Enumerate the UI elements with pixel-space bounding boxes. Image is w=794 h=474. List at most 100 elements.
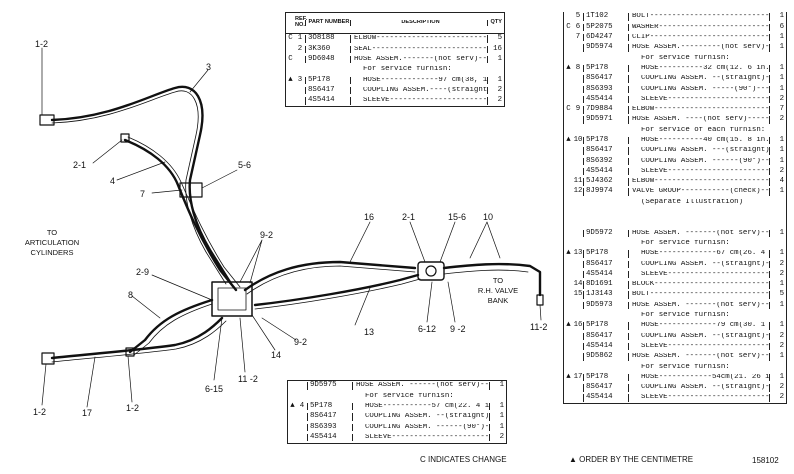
row-qty: 1 [489,382,506,390]
row-ref-no: 2 [297,44,303,53]
change-note: C INDICATES CHANGE [420,455,507,464]
table-row: For service furnish: [288,391,506,401]
hose-8 [128,298,214,354]
row-description: BOLT----------------------------- [632,291,769,299]
row-ref-no: 3 [297,75,303,84]
row-part-number: 5P178 [583,321,629,330]
row-description: SEAL---------------------------- [354,45,487,53]
row-part-number: 5P178 [583,64,629,73]
row-flag: ▲ [290,402,295,411]
row-qty: 2 [769,383,786,392]
table-row [564,218,786,228]
row-description: COUPLING ASSEM.----(straight)-- [363,86,487,94]
row-qty: 1 [769,85,786,93]
row-part-number: 8S6392 [583,157,629,165]
row-qty: 5 [769,291,786,299]
note-articulation-3: CYLINDERS [31,248,74,257]
row-qty: 4 [769,177,786,186]
row-part-number: 8S6417 [583,74,629,83]
row-ref-no: 10 [573,136,583,144]
row-description: For service furnish: [365,392,454,400]
row-part-number: 8D1691 [583,280,629,289]
row-part-number: 1T102 [583,13,629,21]
callout-1-2-bottom: 1-2 [33,407,46,417]
row-part-number: 4S5414 [583,270,629,279]
row-qty: 1 [489,402,506,411]
row-ref-no: 14 [573,280,583,289]
row-description: HOSE-----------57 cm(22. 4 in.) [365,403,489,411]
row-description: HOSE ASSEM.-------(not serv)--- [354,56,487,64]
row-qty: 16 [487,45,504,54]
row-part-number: 9D5862 [583,352,629,361]
callout-14: 14 [271,350,281,360]
row-flag: ▲ [566,372,571,381]
note-valve-bank-2: R.H. VALVE [478,286,518,295]
row-qty: 2 [769,394,786,402]
header-ref-no: REF. NO. [295,16,308,28]
row-description: WASHER-------------------------- [632,23,769,31]
row-description: HOSE------------54cm(21. 26 in. ) [641,373,769,381]
row-part-number: 8S6417 [307,412,353,421]
row-ref-no: 5 [575,12,581,21]
row-qty: 1 [769,188,786,196]
callout-1-2-mid: 1-2 [126,403,139,413]
row-qty: 1 [769,146,786,155]
header-description: DESCRIPTION [401,20,440,26]
row-description: SLEEVE--------------------------- [363,97,487,105]
callout-8: 8 [128,290,133,300]
row-part-number: 1J3143 [583,291,629,299]
row-ref-no: 11 [573,177,583,186]
row-part-number: 9D5974 [583,43,629,52]
row-part-number: 8S6393 [307,423,353,432]
callout-11-2a: 11-2 [530,322,547,332]
row-description: SLEEVE--------------------------- [641,394,769,402]
row-qty: 6 [769,23,786,32]
row-description: COUPLING ASSEM. --(straight)-- [641,332,769,340]
row-qty: 1 [487,76,504,85]
row-ref-no: 6 [575,22,581,31]
row-qty: 2 [489,433,506,442]
row-part-number: 5P178 [307,402,353,411]
row-part-number: 4S5414 [583,167,629,176]
row-qty: 1 [489,412,506,421]
row-flag: ▲ [566,63,571,72]
row-description: For service furnish: [641,312,730,320]
row-flag: C [566,105,571,114]
callout-13: 13 [364,327,374,337]
row-description: HOSE ASSEM. -------(not serv)--- [632,301,769,309]
row-part-number: 9D5975 [307,382,353,390]
table-row: For service furnish: [286,65,504,75]
row-qty: 1 [769,13,786,21]
callout-17: 17 [82,408,92,418]
row-flag: ▲ [566,249,571,258]
figure-number: 158102 [752,456,779,465]
row-part-number: 8S6417 [583,260,629,268]
row-part-number: 9D5973 [583,301,629,310]
row-description: For service furnish: [641,239,730,247]
row-part-number: 7D9884 [583,105,629,114]
row-qty: 1 [769,64,786,73]
row-description: SLEEVE--------------------------- [365,433,489,441]
row-part-number: 8S6417 [583,146,629,155]
fitting-bottom-left [41,352,55,365]
callout-16: 16 [364,212,374,222]
row-qty: 1 [769,33,786,42]
hose-16 [243,260,417,292]
row-description: For service furnish: [363,66,452,74]
row-part-number: 4S5414 [305,96,351,105]
